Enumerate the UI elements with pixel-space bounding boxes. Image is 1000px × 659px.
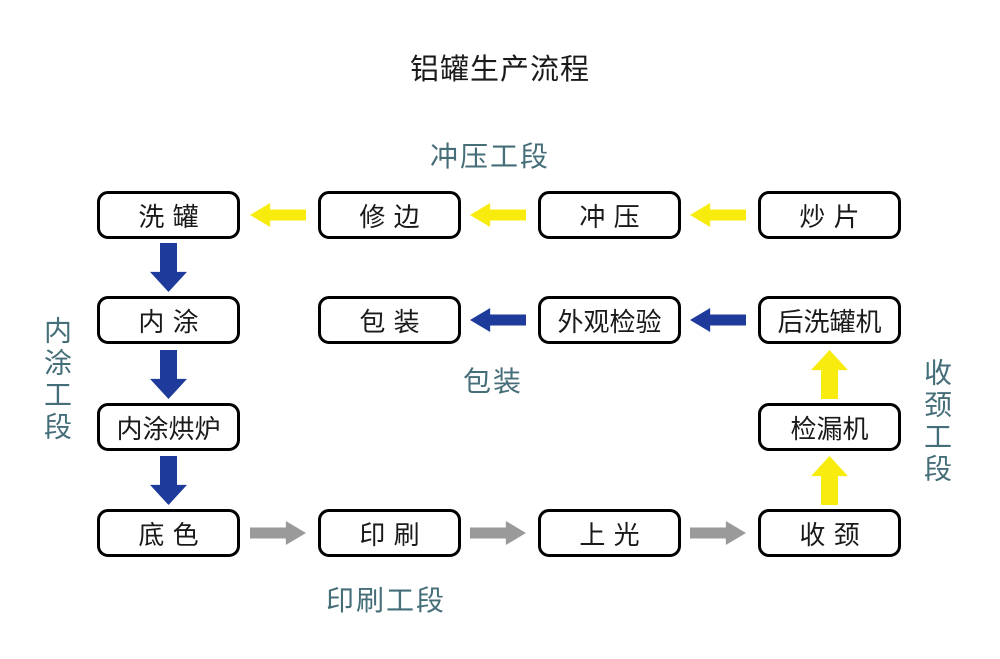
arrow-wash-can-to-inner-coat-icon — [150, 243, 187, 292]
node-leak-tester: 检漏机 — [758, 403, 901, 451]
node-trim: 修 边 — [318, 191, 461, 239]
arrow-inner-coat-to-coating-oven-icon — [150, 350, 187, 399]
arrow-stamp-to-trim-icon — [470, 203, 526, 227]
section-label-packing: 包装 — [463, 365, 524, 398]
node-neck: 收 颈 — [758, 509, 901, 557]
section-label-inner-coating: 内涂工段 — [40, 316, 73, 444]
arrow-post-wash-to-visual-inspect-icon — [690, 308, 746, 332]
node-print: 印 刷 — [318, 509, 461, 557]
section-label-stamping: 冲压工段 — [430, 140, 551, 173]
node-inner-coat: 内 涂 — [97, 296, 240, 344]
node-visual-inspect: 外观检验 — [538, 296, 681, 344]
node-coating-oven: 内涂烘炉 — [97, 403, 240, 451]
node-base-color: 底 色 — [97, 509, 240, 557]
arrow-neck-to-leak-tester-icon — [811, 456, 848, 505]
section-label-necking: 收颈工段 — [920, 358, 953, 486]
node-varnish: 上 光 — [538, 509, 681, 557]
arrow-leak-tester-to-post-wash-icon — [811, 350, 848, 399]
node-pack: 包 装 — [318, 296, 461, 344]
node-fry-sheet: 炒 片 — [758, 191, 901, 239]
arrow-base-color-to-print-icon — [250, 521, 306, 545]
arrow-varnish-to-neck-icon — [690, 521, 746, 545]
arrow-print-to-varnish-icon — [470, 521, 526, 545]
node-post-wash-machine: 后洗罐机 — [758, 296, 901, 344]
page-title: 铝罐生产流程 — [409, 52, 590, 86]
arrow-visual-inspect-to-pack-icon — [470, 308, 526, 332]
node-stamp: 冲 压 — [538, 191, 681, 239]
node-wash-can: 洗 罐 — [97, 191, 240, 239]
arrow-fry-sheet-to-stamp-icon — [690, 203, 746, 227]
arrow-coating-oven-to-base-color-icon — [150, 456, 187, 505]
section-label-printing: 印刷工段 — [326, 584, 447, 617]
arrow-trim-to-wash-can-icon — [250, 203, 306, 227]
